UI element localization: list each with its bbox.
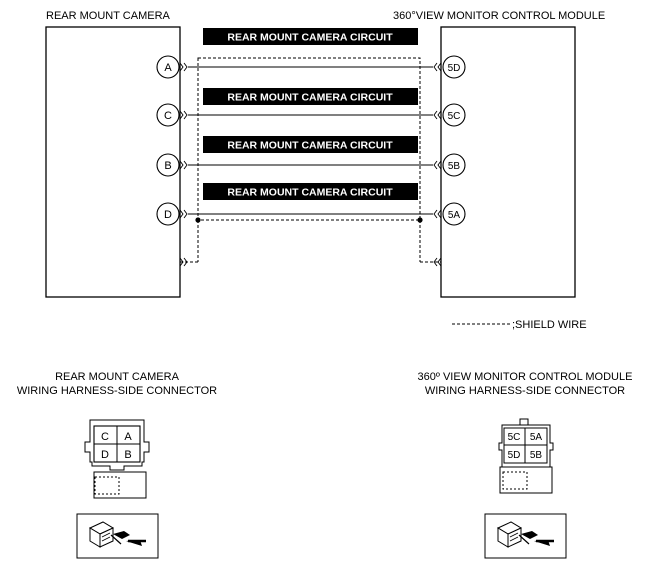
circuit-label-text: REAR MOUNT CAMERA CIRCUIT (227, 92, 393, 104)
connector-symbol (179, 209, 188, 219)
module-pin-label: 5D (508, 450, 521, 461)
terminal-label: A (164, 62, 172, 74)
terminal-pin (156, 202, 180, 226)
terminal-label: 5A (448, 210, 461, 221)
connector-symbol (433, 209, 442, 219)
circuit-label-1: REAR MOUNT CAMERA CIRCUIT (203, 28, 418, 45)
terminal-pin (156, 103, 180, 127)
probe-icon (76, 513, 159, 559)
terminal-label: 5C (448, 111, 461, 122)
shield-junction-dot (417, 217, 423, 223)
module-connector-face (498, 418, 554, 494)
module-connector-title-line1: 360º VIEW MONITOR CONTROL MODULE (418, 371, 633, 383)
circuit-2: C 5C (156, 103, 466, 127)
connector-symbol (433, 160, 442, 170)
probe-icon (484, 513, 567, 559)
terminal-label: C (164, 110, 172, 122)
camera-title: REAR MOUNT CAMERA (46, 10, 171, 22)
connector-symbol (179, 62, 188, 72)
connector-symbol (433, 62, 442, 72)
shield-connector-symbol (433, 257, 442, 267)
circuit-4: D 5A (156, 202, 466, 226)
shield-connector-symbol (179, 257, 188, 267)
circuit-label-4: REAR MOUNT CAMERA CIRCUIT (203, 183, 418, 200)
terminal-label: B (164, 160, 171, 172)
camera-pin-label: C (101, 431, 109, 443)
module-pin-label: 5A (530, 432, 543, 443)
module-pin-label: 5B (530, 450, 543, 461)
camera-connector-title-line2: WIRING HARNESS-SIDE CONNECTOR (17, 385, 217, 397)
camera-pin-label: A (124, 431, 132, 443)
shield-wire-legend: ;SHIELD WIRE (452, 319, 587, 331)
terminal-pin (156, 55, 180, 79)
module-pin-label: 5C (508, 432, 521, 443)
circuit-label-text: REAR MOUNT CAMERA CIRCUIT (227, 187, 393, 199)
terminal-pin (442, 55, 466, 79)
circuit-3: B 5B (156, 153, 466, 177)
terminal-pin (442, 202, 466, 226)
module-connector-title-line2: WIRING HARNESS-SIDE CONNECTOR (425, 385, 625, 397)
circuit-label-2: REAR MOUNT CAMERA CIRCUIT (203, 88, 418, 105)
terminal-pin (442, 103, 466, 127)
terminal-pin (442, 153, 466, 177)
connector-symbol (433, 110, 442, 120)
camera-pin-label: D (101, 449, 109, 461)
legend-label: ;SHIELD WIRE (512, 319, 587, 331)
terminal-label: D (164, 209, 172, 221)
terminal-label: 5D (448, 63, 461, 74)
connector-symbol (179, 160, 188, 170)
connector-symbol (179, 110, 188, 120)
terminal-label: 5B (448, 161, 461, 172)
camera-connector-title-line1: REAR MOUNT CAMERA (55, 371, 180, 383)
camera-connector-face (84, 419, 150, 499)
circuit-label-text: REAR MOUNT CAMERA CIRCUIT (227, 140, 393, 152)
camera-pin-label: B (124, 449, 131, 461)
module-box (440, 26, 576, 298)
camera-box (45, 26, 181, 298)
shield-junction-dot (195, 217, 201, 223)
circuit-1: A 5D (156, 55, 466, 79)
circuit-label-text: REAR MOUNT CAMERA CIRCUIT (227, 32, 393, 44)
terminal-pin (156, 153, 180, 177)
circuit-label-3: REAR MOUNT CAMERA CIRCUIT (203, 136, 418, 153)
module-title: 360°VIEW MONITOR CONTROL MODULE (393, 10, 605, 22)
